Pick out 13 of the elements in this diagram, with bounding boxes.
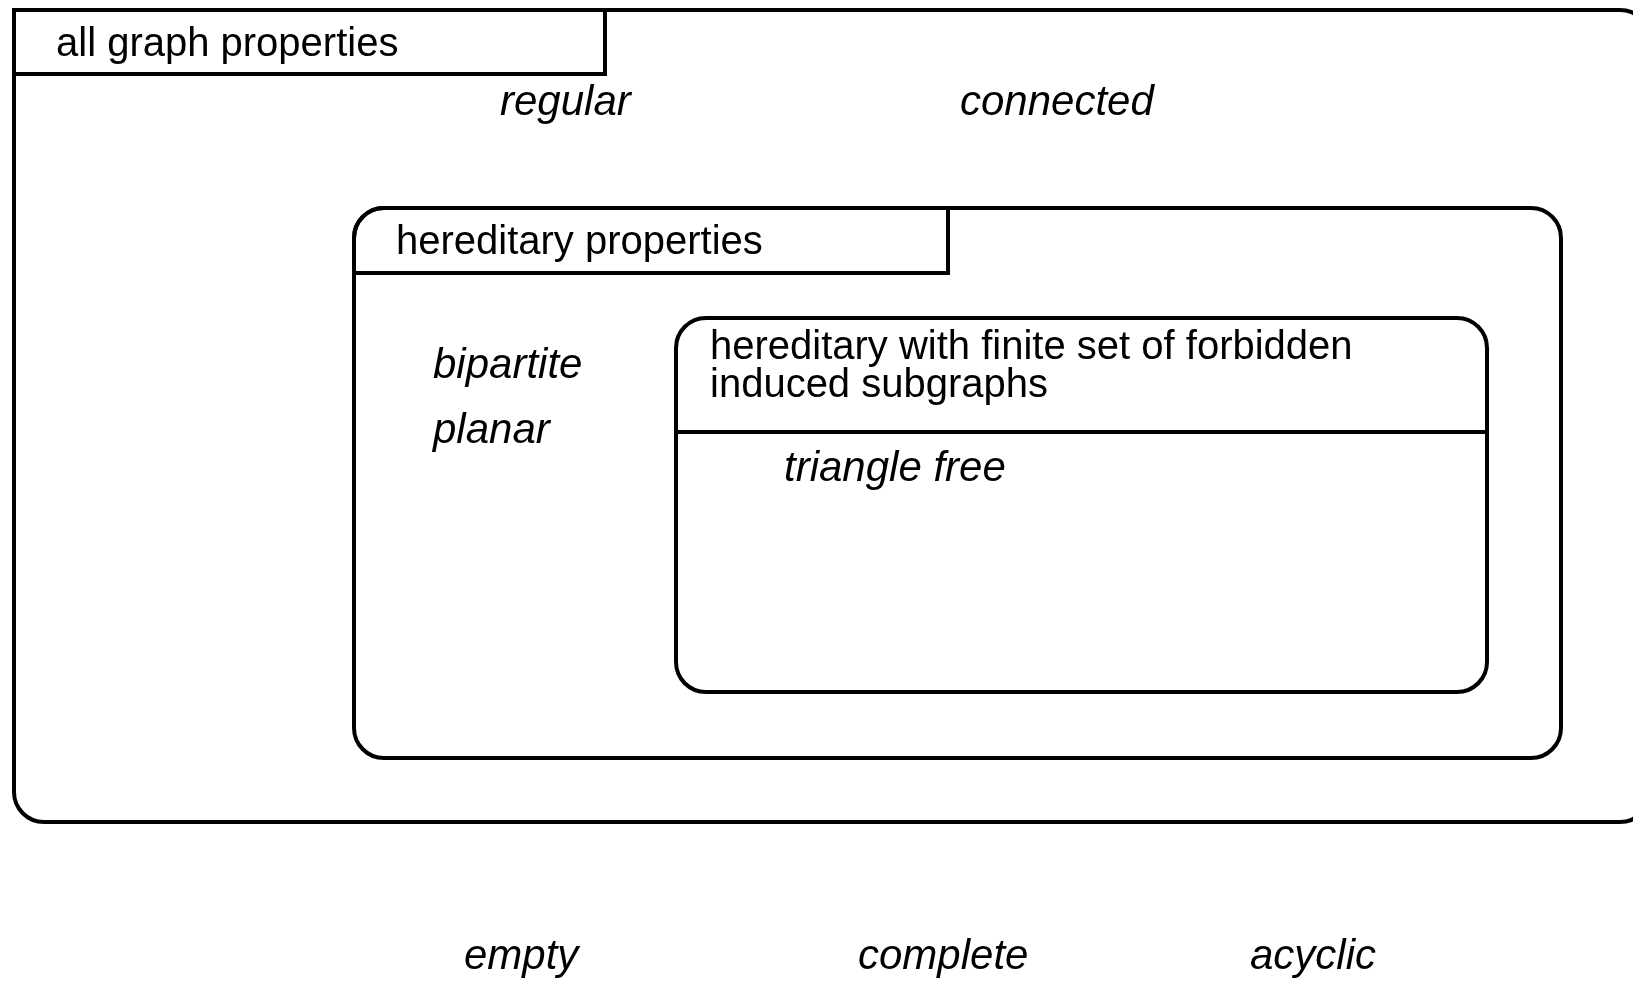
property-label: planar: [433, 408, 550, 450]
property-label: regular: [500, 80, 631, 122]
property-label: connected: [960, 80, 1154, 122]
section-heading: hereditary with finite set of forbidden induced subgraphs: [678, 320, 1485, 434]
container-box: [674, 316, 1489, 694]
heading-tab: hereditary properties: [352, 206, 950, 275]
property-label: complete: [858, 934, 1029, 976]
property-label: empty: [464, 934, 579, 976]
container-box: [12, 8, 1633, 824]
property-label: acyclic: [1250, 934, 1377, 976]
container-box: [352, 206, 1563, 760]
property-label: triangle free: [784, 446, 1006, 488]
property-label: bipartite: [433, 343, 583, 385]
